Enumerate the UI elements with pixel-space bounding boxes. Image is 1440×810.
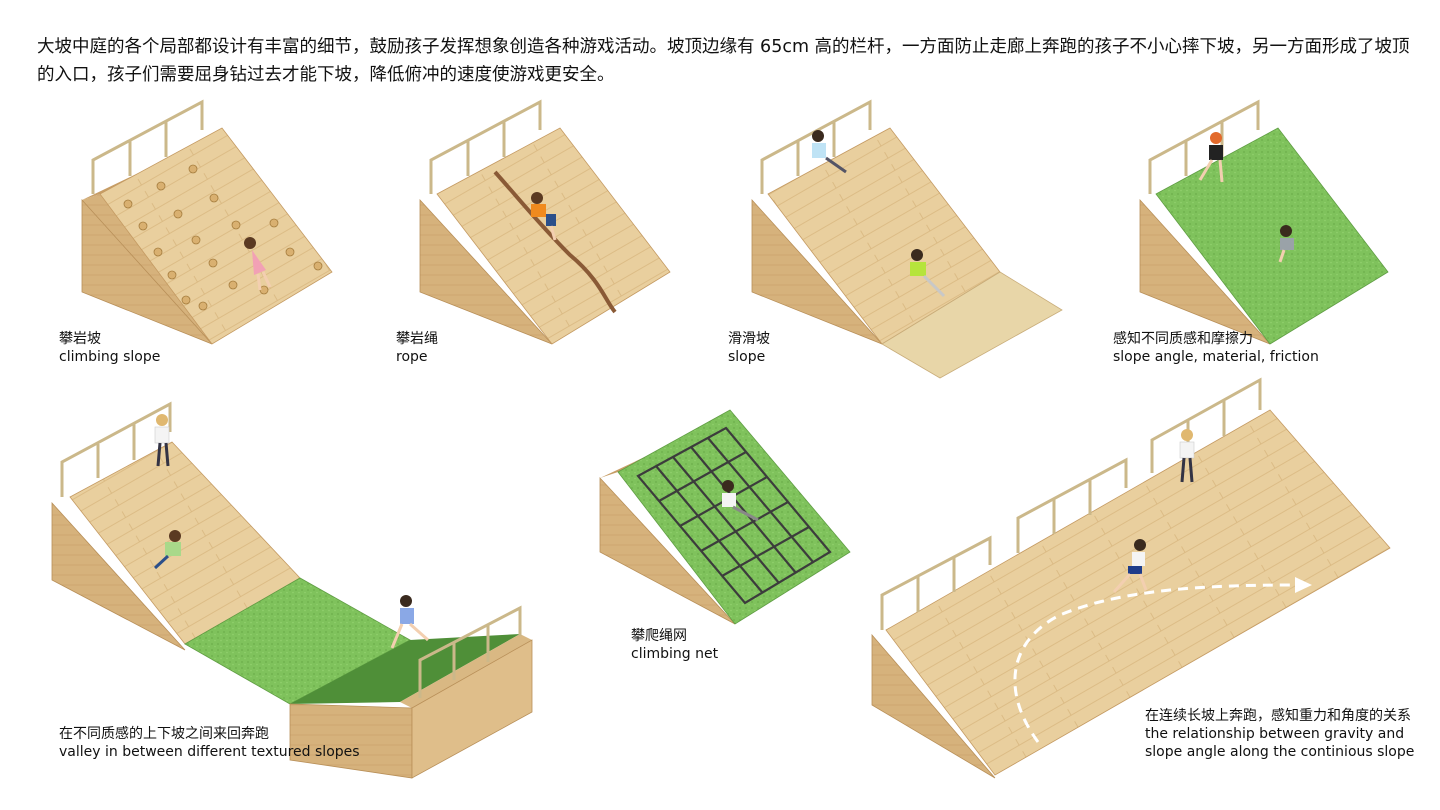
- child-figure-slide: [910, 249, 946, 298]
- caption-rope: 攀岩绳 rope: [396, 330, 438, 366]
- railing: [91, 99, 204, 194]
- valley-upslope-grass: [290, 634, 520, 704]
- slope-side-face: [599, 476, 736, 625]
- slope-side-face: [51, 501, 186, 651]
- caption-continuous-slope: 在连续长坡上奔跑，感知重力和角度的关系 the relationship bet…: [1145, 707, 1414, 761]
- caption-valley: 在不同质感的上下坡之间来回奔跑 valley in between differ…: [59, 725, 360, 761]
- caption-zh: 攀岩绳: [396, 331, 438, 347]
- child-figure-run: [1112, 539, 1148, 593]
- slope-top: [885, 409, 1391, 776]
- railing-right: [418, 605, 522, 698]
- caption-en: valley in between different textured slo…: [59, 744, 360, 760]
- caption-zh: 攀爬绳网: [631, 628, 687, 644]
- child-figure-top: [154, 414, 170, 467]
- child-figure-net: [722, 480, 759, 522]
- diagram-friction-slope: [1139, 99, 1389, 345]
- caption-en: slope: [728, 349, 766, 365]
- net: [636, 426, 832, 605]
- railing-left: [60, 401, 172, 497]
- climbing-holds: [123, 164, 323, 311]
- diagram-slide-slope: [751, 99, 1063, 379]
- caption-zh: 滑滑坡: [728, 331, 770, 347]
- running-path-arrow: [1013, 583, 1296, 743]
- caption-zh: 在不同质感的上下坡之间来回奔跑: [59, 726, 269, 742]
- diagram-rope: [419, 99, 671, 345]
- child-figure: [531, 192, 557, 241]
- child-figure: [244, 237, 272, 291]
- slope-side-face: [81, 198, 213, 345]
- slope-side: [82, 194, 212, 344]
- caption-friction: 感知不同质感和摩擦力 slope angle, material, fricti…: [1113, 330, 1319, 366]
- railing: [880, 377, 1262, 630]
- caption-climbing-net: 攀爬绳网 climbing net: [631, 627, 718, 663]
- diagram-continuous-slope: [871, 377, 1391, 779]
- child-figure-run: [390, 595, 429, 649]
- slope-side-face: [871, 633, 996, 779]
- child-figure-top: [1198, 132, 1224, 183]
- child-figure-top: [812, 130, 847, 174]
- slope-top: [99, 127, 333, 345]
- caption-slope: 滑滑坡 slope: [728, 330, 770, 366]
- slope-side-face: [1139, 198, 1271, 345]
- slope-side-face: [419, 198, 553, 345]
- caption-en: climbing slope: [59, 349, 161, 365]
- runout-mat: [881, 271, 1063, 379]
- caption-en: climbing net: [631, 646, 719, 662]
- slope-top-grass: [1155, 127, 1389, 345]
- caption-zh: 攀岩坡: [59, 331, 101, 347]
- intro-text: 大坡中庭的各个局部都设计有丰富的细节，鼓励孩子发挥想象创造各种游戏活动。坡顶边缘…: [37, 37, 1410, 85]
- child-figure-mid: [153, 530, 181, 570]
- child-figure-top: [1179, 429, 1195, 483]
- caption-en: slope angle, material, friction: [1113, 349, 1319, 365]
- railing: [429, 99, 542, 194]
- diagram-climbing-slope: [81, 99, 333, 345]
- child-figure-grass: [1278, 225, 1294, 263]
- rope: [493, 170, 617, 314]
- caption-en-line2: slope angle along the continious slope: [1145, 744, 1415, 760]
- arrow-head: [1295, 577, 1312, 593]
- diagram-climbing-net: [599, 409, 851, 625]
- slope-top-grass: [617, 409, 851, 625]
- valley-block-end: [411, 639, 533, 779]
- caption-en: rope: [396, 349, 428, 365]
- caption-climbing-slope: 攀岩坡 climbing slope: [59, 330, 160, 366]
- valley-block-top: [400, 634, 532, 708]
- diagram-valley: [51, 401, 533, 779]
- caption-en: the relationship between gravity and: [1145, 726, 1405, 742]
- caption-zh: 感知不同质感和摩擦力: [1113, 331, 1253, 347]
- caption-zh: 在连续长坡上奔跑，感知重力和角度的关系: [1145, 708, 1411, 724]
- slope-side-face: [751, 198, 883, 345]
